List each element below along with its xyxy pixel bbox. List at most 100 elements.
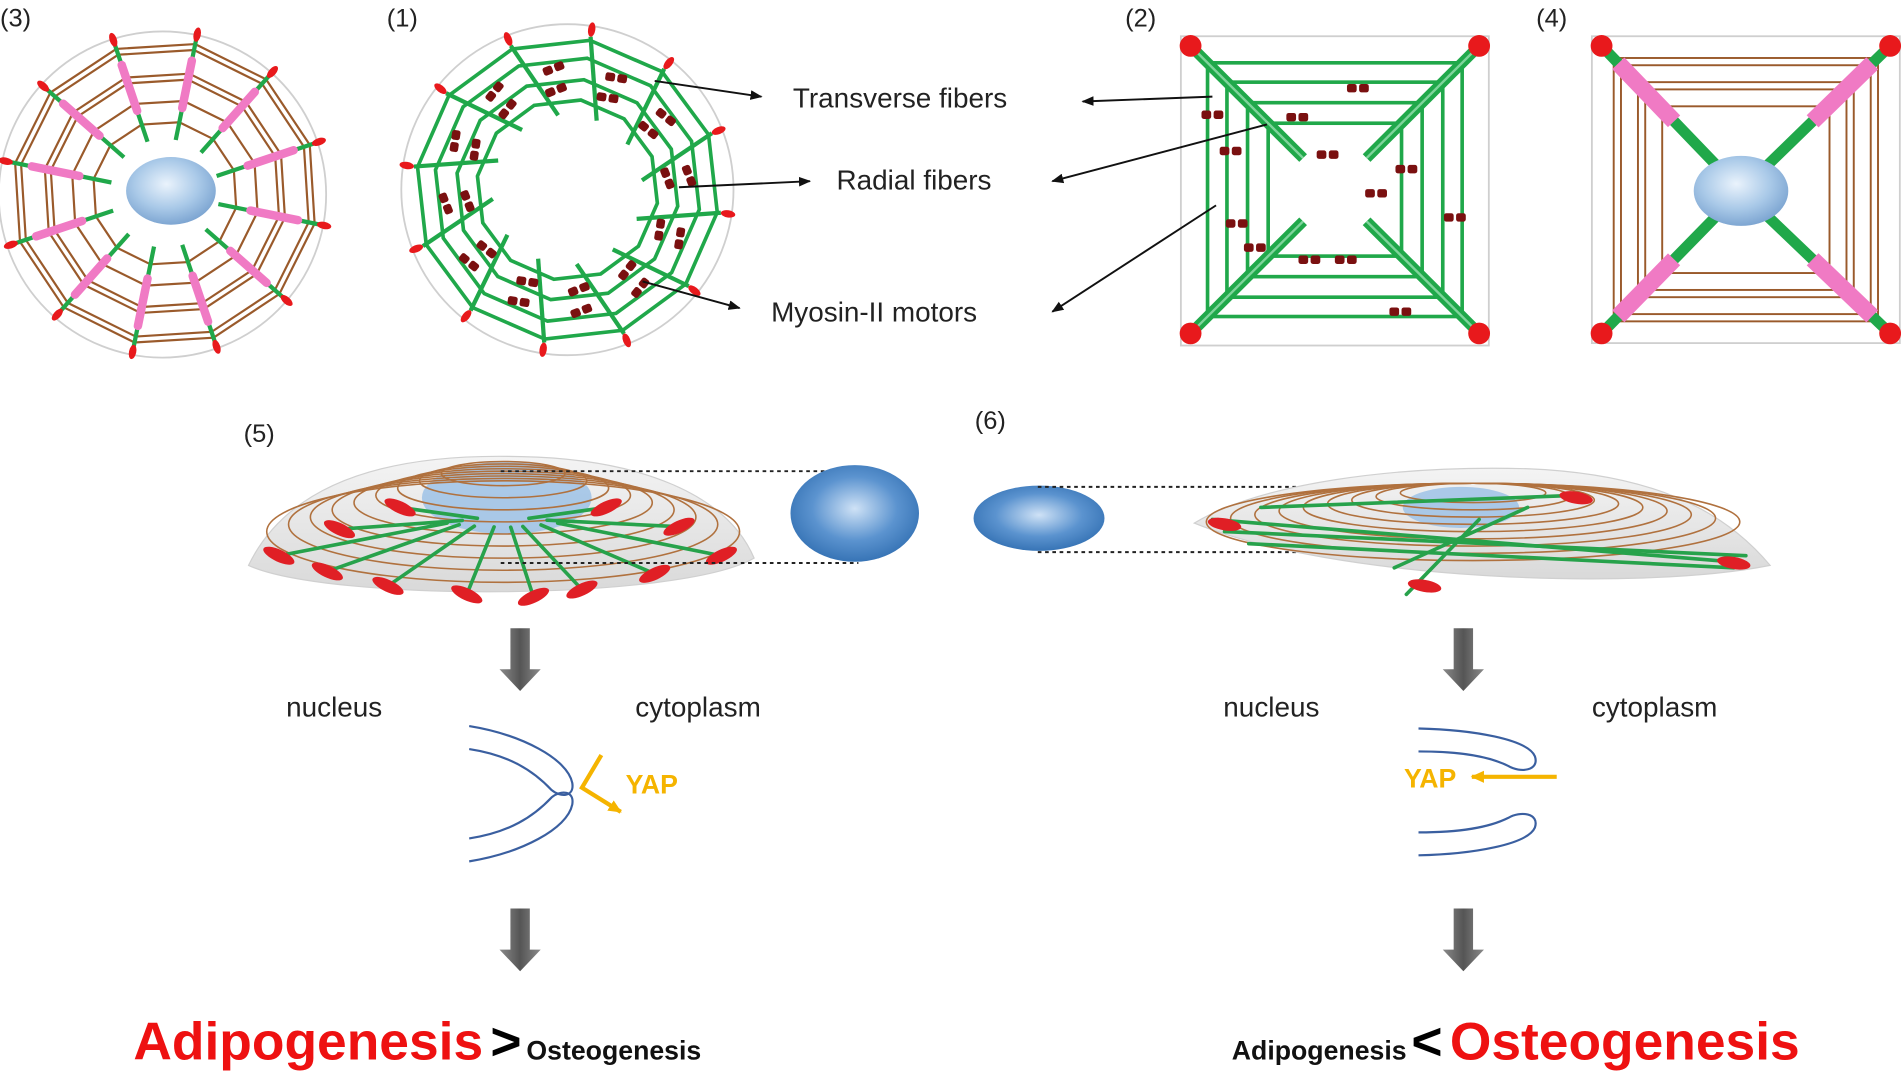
panel-label-4: (4) bbox=[1536, 5, 1567, 33]
focal-adhesion bbox=[1716, 556, 1751, 570]
myosin-motor bbox=[516, 276, 539, 288]
panel-label-2: (2) bbox=[1125, 5, 1156, 33]
panel-3-contractile-network bbox=[0, 27, 332, 360]
myosin-motor bbox=[605, 72, 628, 84]
myosin-motor bbox=[618, 260, 637, 281]
myosin-motor bbox=[1316, 150, 1339, 159]
transverse-fiber bbox=[418, 463, 588, 499]
transverse-fiber bbox=[1205, 61, 1464, 319]
radial-fiber bbox=[536, 258, 547, 343]
panel-label-5: (5) bbox=[244, 420, 275, 448]
focal-adhesion bbox=[263, 546, 295, 565]
focal-adhesion bbox=[212, 339, 221, 354]
radial-fiber bbox=[555, 521, 724, 558]
myosin-motor bbox=[567, 282, 590, 297]
panel-label-3: (3) bbox=[0, 5, 31, 33]
panel-label-1: (1) bbox=[387, 5, 418, 33]
focal-adhesion bbox=[1468, 35, 1491, 57]
transverse-fiber bbox=[1644, 88, 1848, 291]
myosin-motor bbox=[460, 190, 475, 212]
focal-adhesion bbox=[266, 66, 278, 78]
force-arrow bbox=[1806, 253, 1879, 323]
myosin-motor bbox=[458, 253, 480, 272]
focal-adhesion bbox=[3, 240, 18, 249]
panel-1-outline bbox=[400, 23, 735, 357]
myosin-motor bbox=[1443, 213, 1466, 222]
right-outcome: Adipogenesis<Osteogenesis bbox=[1232, 1013, 1800, 1072]
myosin-motor bbox=[660, 167, 675, 190]
focal-adhesion bbox=[539, 342, 547, 357]
focal-adhesion bbox=[622, 333, 631, 348]
myosin-motor bbox=[1334, 255, 1357, 264]
focal-adhesion bbox=[0, 157, 13, 165]
focal-adhesion bbox=[663, 57, 675, 70]
focal-adhesion bbox=[688, 285, 701, 296]
left-cytoplasm-label: cytoplasm bbox=[635, 691, 761, 722]
radial-fiber bbox=[445, 91, 524, 132]
focal-adhesion bbox=[1590, 322, 1613, 345]
focal-adhesion bbox=[1879, 35, 1901, 57]
focal-adhesion bbox=[372, 576, 404, 595]
transverse-fiber bbox=[1661, 105, 1831, 274]
radial-fiber bbox=[611, 247, 690, 289]
transverse-fiber bbox=[1620, 64, 1872, 316]
myosin-motor bbox=[638, 120, 659, 140]
transverse-fiber bbox=[433, 56, 702, 323]
right-nucleus-label: nucleus bbox=[1223, 691, 1319, 722]
radial-fiber bbox=[386, 524, 477, 588]
force-arrow bbox=[226, 246, 271, 288]
focal-adhesion bbox=[311, 137, 326, 146]
transverse-fiber bbox=[475, 98, 660, 282]
nucleus-panel-5-rounded bbox=[790, 465, 919, 562]
callout-myosin-motors: Myosin-II motors bbox=[771, 296, 977, 327]
right-cytoplasm-label: cytoplasm bbox=[1592, 691, 1718, 722]
focal-adhesion bbox=[587, 22, 596, 37]
myosin-motor bbox=[449, 129, 461, 153]
left-outcome-osteogenesis: Osteogenesis bbox=[526, 1036, 701, 1066]
force-arrow bbox=[1612, 57, 1681, 128]
left-outcome-comparator: > bbox=[490, 1013, 521, 1072]
focal-adhesion bbox=[705, 546, 737, 565]
myosin-motor bbox=[485, 81, 504, 102]
focal-adhesion bbox=[1207, 517, 1242, 531]
focal-adhesion bbox=[316, 221, 332, 230]
focal-adhesion bbox=[663, 517, 695, 536]
cell-6-flat-cytoskeleton bbox=[1192, 467, 1772, 597]
myosin-motor bbox=[498, 98, 517, 120]
myosin-motor bbox=[1225, 219, 1248, 228]
transverse-fiber bbox=[265, 480, 741, 584]
force-arrow bbox=[1806, 57, 1879, 128]
myosin-motor bbox=[596, 92, 619, 104]
nucleus-panel-3 bbox=[126, 157, 216, 225]
transverse-fiber bbox=[440, 460, 566, 487]
focal-adhesion bbox=[1590, 35, 1613, 57]
focal-adhesion bbox=[37, 80, 50, 92]
radial-fiber bbox=[464, 525, 496, 597]
radial-fiber bbox=[588, 36, 599, 121]
nucleus-panel-4 bbox=[1693, 155, 1789, 226]
transverse-fiber bbox=[375, 467, 632, 523]
myosin-motor bbox=[1365, 189, 1387, 198]
transverse-fiber bbox=[396, 465, 610, 511]
radial-fiber bbox=[1222, 529, 1748, 558]
force-arrow bbox=[70, 254, 112, 299]
myosin-motor bbox=[542, 61, 565, 76]
radial-fiber bbox=[640, 131, 714, 183]
focal-adhesion bbox=[1407, 579, 1442, 593]
myosin-motor bbox=[1286, 112, 1309, 122]
right-yap-label: YAP bbox=[1404, 764, 1456, 794]
myosin-motor bbox=[469, 138, 481, 161]
transverse-fiber bbox=[455, 77, 680, 302]
focal-adhesion bbox=[280, 294, 293, 306]
radial-fiber-highlight bbox=[1365, 45, 1480, 159]
focal-adhesion bbox=[109, 32, 118, 47]
focal-adhesion bbox=[384, 498, 416, 517]
transverse-fiber bbox=[1612, 57, 1879, 323]
focal-adhesion bbox=[434, 83, 447, 95]
transverse-fiber bbox=[1399, 482, 1547, 504]
force-arrow bbox=[117, 60, 142, 116]
radial-fiber bbox=[539, 523, 657, 576]
nucleus-panel-6-flattened bbox=[973, 485, 1105, 551]
myosin-motor bbox=[1201, 110, 1224, 119]
